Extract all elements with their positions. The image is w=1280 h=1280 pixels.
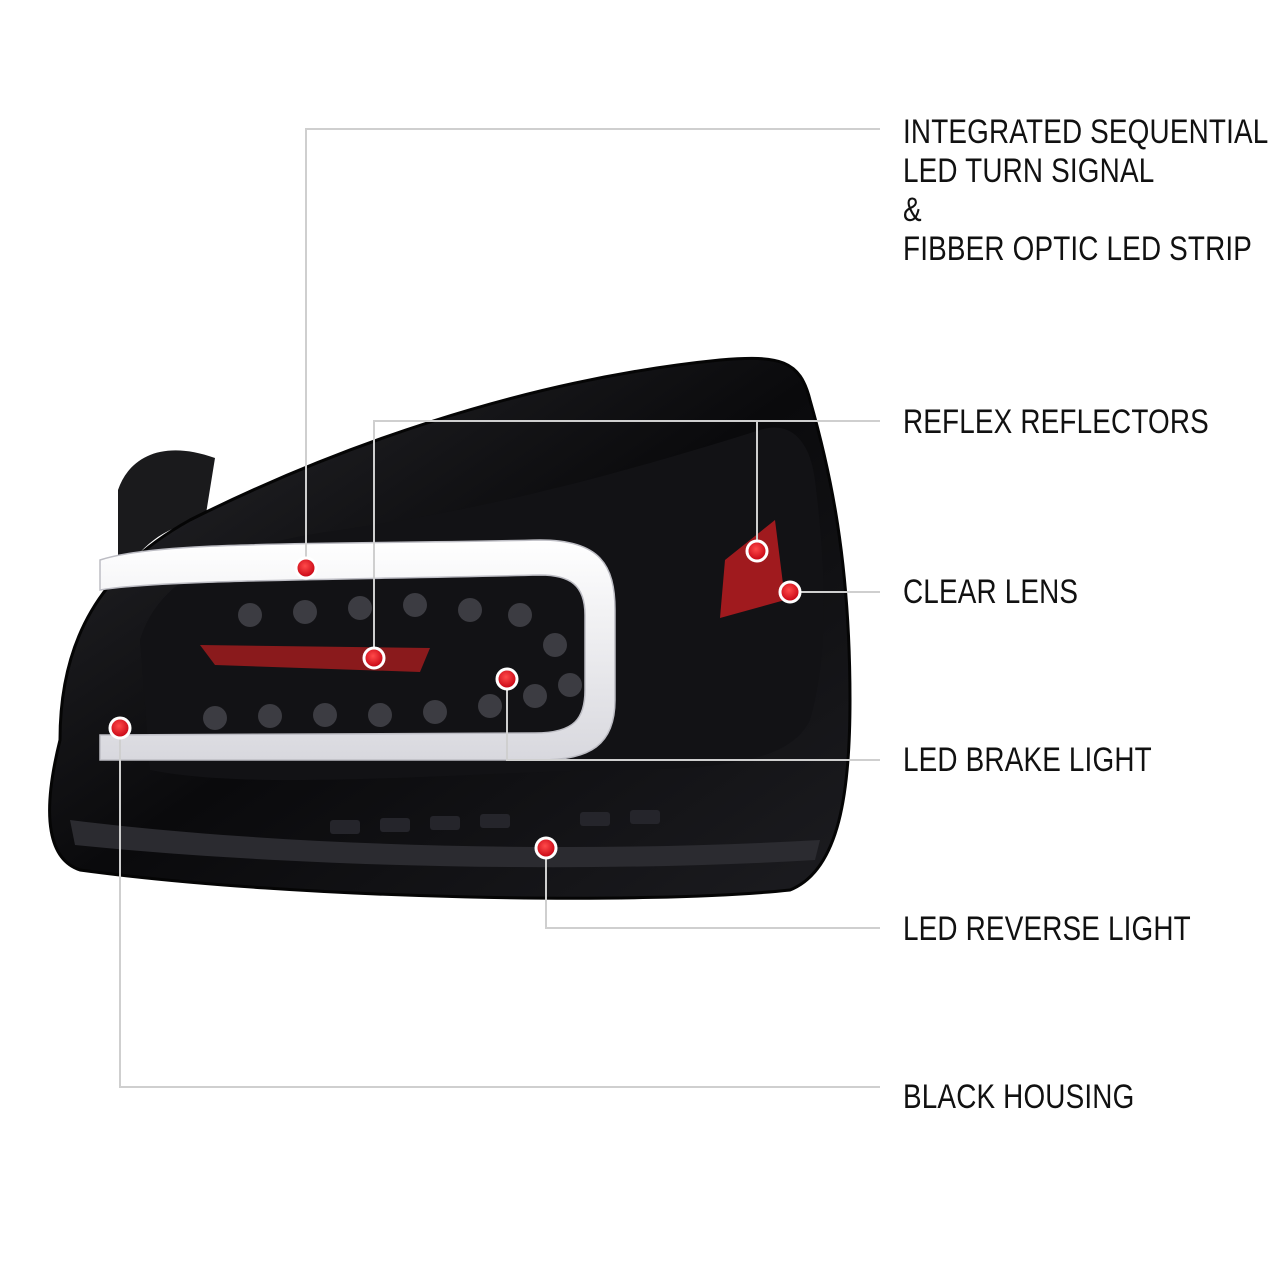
callout-markers bbox=[108, 539, 802, 860]
leader-line-black-housing bbox=[119, 728, 880, 1088]
label-reflex-reflectors: REFLEX REFLECTORS bbox=[903, 403, 1209, 441]
housing-rim bbox=[70, 820, 820, 868]
leader-line-reflex-reflectors bbox=[373, 420, 880, 658]
label-clear-lens: CLEAR LENS bbox=[903, 573, 1079, 611]
leader-line-brake-light bbox=[506, 679, 880, 761]
marker-reflex-reflector-center bbox=[362, 646, 386, 670]
leader-line-turn-signal bbox=[305, 128, 880, 568]
label-turn-signal-line-4: FIBBER OPTIC LED STRIP bbox=[903, 230, 1253, 268]
label-turn-signal-line-2: LED TURN SIGNAL bbox=[903, 152, 1155, 190]
inner-lens bbox=[140, 427, 824, 781]
tail-light-body bbox=[48, 356, 852, 900]
label-turn-signal-line-1: INTEGRATED SEQUENTIAL bbox=[903, 113, 1269, 151]
label-black-housing: BLACK HOUSING bbox=[903, 1078, 1135, 1116]
leader-lines bbox=[119, 128, 880, 1088]
marker-turn-signal bbox=[294, 556, 318, 580]
marker-reverse-light bbox=[534, 836, 558, 860]
label-turn-signal: INTEGRATED SEQUENTIAL LED TURN SIGNAL & … bbox=[903, 113, 1268, 269]
reverse-light-segments bbox=[330, 810, 660, 834]
label-brake-light: LED BRAKE LIGHT bbox=[903, 741, 1152, 779]
marker-clear-lens bbox=[778, 580, 802, 604]
label-turn-signal-line-3: & bbox=[903, 191, 922, 229]
marker-black-housing bbox=[108, 716, 132, 740]
reflex-reflector-red bbox=[720, 520, 785, 618]
marker-brake-light bbox=[495, 667, 519, 691]
housing-fin bbox=[118, 450, 215, 590]
led-array bbox=[203, 593, 582, 730]
leader-line-reverse-light bbox=[545, 848, 880, 929]
label-reverse-light: LED REVERSE LIGHT bbox=[903, 910, 1191, 948]
marker-reflex-reflector-side bbox=[745, 539, 769, 563]
